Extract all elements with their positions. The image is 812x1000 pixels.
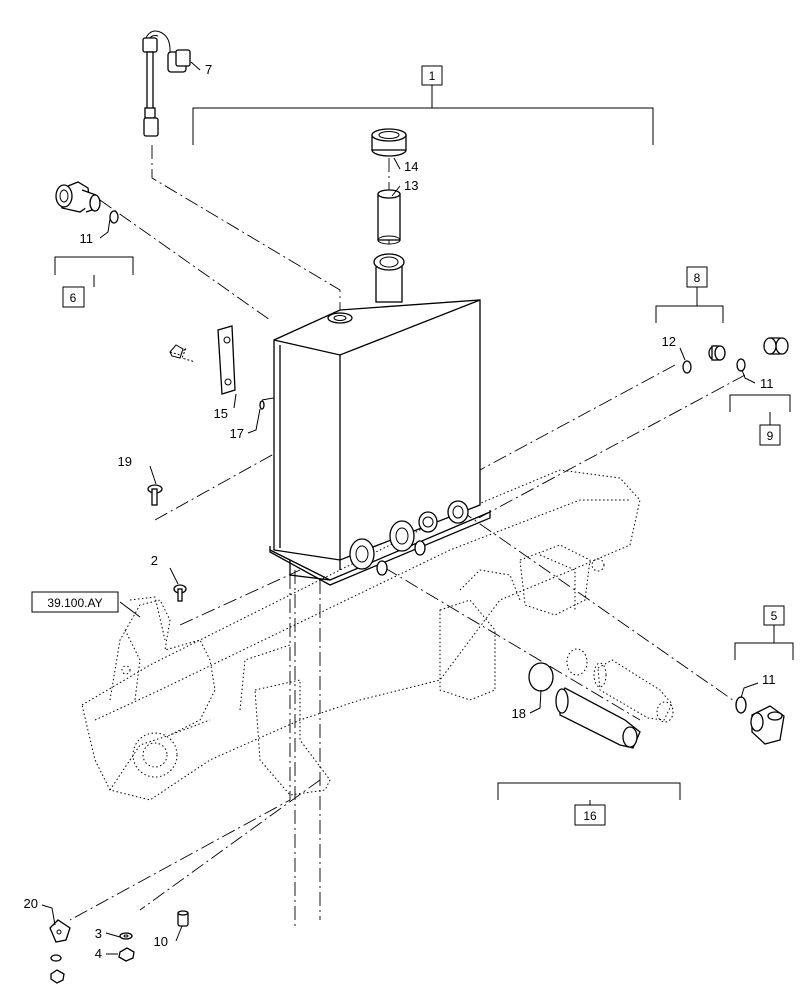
callout-11-left: 11 [80, 231, 94, 246]
callout-4: 4 [95, 946, 102, 961]
callout-13: 13 [404, 178, 418, 193]
callout-3: 3 [95, 926, 102, 941]
right-plugs [682, 337, 789, 374]
callout-1: 1 [429, 69, 436, 83]
bracket-15 [169, 325, 265, 410]
assembly-lines [69, 145, 746, 930]
callout-14: 14 [404, 159, 418, 174]
callout-15: 15 [214, 406, 228, 421]
callout-2: 2 [151, 553, 158, 568]
callout-9: 9 [767, 429, 774, 443]
callout-10: 10 [154, 934, 168, 949]
callout-16: 16 [583, 809, 597, 823]
return-filter [528, 648, 674, 749]
callout-17: 17 [230, 426, 244, 441]
elbow-fitting-5 [735, 696, 785, 745]
callout-boxes [31, 65, 785, 826]
reference-39-100-ay[interactable]: 39.100.AY [47, 596, 102, 610]
callout-20: 20 [24, 896, 38, 911]
hydraulic-tank [269, 253, 491, 586]
frame-ghost [81, 469, 641, 801]
callout-8: 8 [694, 271, 701, 285]
small-hardware [49, 484, 189, 984]
filler-cap [371, 128, 407, 157]
callout-11-lower: 11 [762, 672, 776, 687]
filler-tube [377, 189, 401, 245]
callout-7: 7 [205, 62, 212, 77]
callout-11-right: 11 [760, 376, 774, 391]
callout-18: 18 [512, 706, 526, 721]
level-sensor [142, 30, 191, 137]
callout-6: 6 [70, 291, 77, 305]
elbow-fitting-6 [55, 181, 119, 224]
callout-12: 12 [662, 334, 676, 349]
leader-lines [41, 61, 759, 955]
group-brackets [54, 85, 794, 805]
callout-5: 5 [771, 609, 778, 623]
callout-labels: 1 2 3 4 5 6 7 8 9 10 11 11 11 12 13 14 1… [24, 62, 778, 961]
callout-19: 19 [118, 454, 132, 469]
